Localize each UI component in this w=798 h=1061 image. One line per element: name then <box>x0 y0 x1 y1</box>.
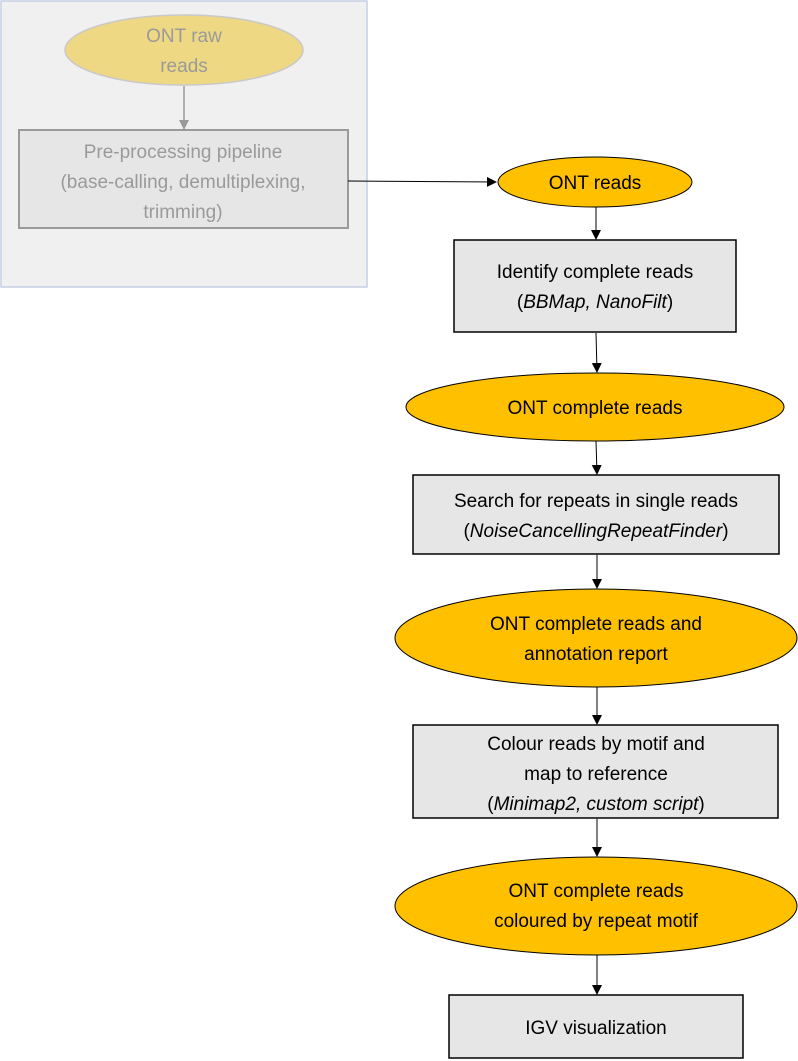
colour-tools-line: (Minimap2, custom script) <box>487 794 705 815</box>
pipeline-label-line3: trimming) <box>143 202 222 223</box>
identify-tools-close: ) <box>667 292 673 313</box>
search-label-line1: Search for repeats in single reads <box>454 491 738 512</box>
annotated-label-line2: annotation report <box>524 644 668 665</box>
colour-label-line1: Colour reads by motif and <box>487 734 705 755</box>
pipeline-label-line2: (base-calling, demultiplexing, <box>60 172 305 193</box>
identify-tools-open: ( <box>517 292 524 313</box>
ont-raw-reads-label-line2: reads <box>160 56 208 77</box>
preprocessing-pipeline-node <box>18 129 349 229</box>
ont-raw-reads-label-line1: ONT raw <box>146 26 222 47</box>
annotated-label-line1: ONT complete reads and <box>490 614 702 635</box>
search-tools: NoiseCancellingRepeatFinder <box>470 521 723 542</box>
preprocessing-group: ONT raw reads Pre-processing pipeline (b… <box>0 0 368 288</box>
annotated-reads-node <box>394 588 798 688</box>
ont-raw-reads-node <box>64 14 304 86</box>
search-repeats-node <box>412 474 780 555</box>
colour-label-line2: map to reference <box>524 764 668 785</box>
ont-reads-node <box>497 156 693 208</box>
igv-visualization-node <box>448 994 744 1059</box>
colour-tools-close: ) <box>698 794 704 815</box>
arrow-identify-to-complete <box>591 332 602 373</box>
coloured-reads-node <box>394 856 798 956</box>
pipeline-label-line1: Pre-processing pipeline <box>84 142 283 163</box>
arrow-pipeline-to-ont-reads <box>347 176 497 187</box>
search-tools-close: ) <box>722 521 728 542</box>
coloured-label-line1: ONT complete reads <box>509 881 684 902</box>
ont-complete-reads-label: ONT complete reads <box>508 398 683 419</box>
identify-tools: BBMap, NanoFilt <box>523 292 667 313</box>
identify-tools-line: (BBMap, NanoFilt) <box>517 292 673 313</box>
arrow-complete-to-search <box>591 440 602 475</box>
colour-reads-node <box>412 724 779 819</box>
colour-tools: Minimap2, custom script <box>494 794 700 815</box>
search-tools-line: (NoiseCancellingRepeatFinder) <box>463 521 728 542</box>
identify-label-line1: Identify complete reads <box>497 262 693 283</box>
ont-reads-label: ONT reads <box>549 173 642 194</box>
colour-tools-open: ( <box>487 794 494 815</box>
coloured-label-line2: coloured by repeat motif <box>494 911 699 932</box>
ont-complete-reads-node <box>405 372 785 442</box>
identify-complete-reads-node <box>453 239 737 333</box>
igv-label: IGV visualization <box>525 1018 667 1039</box>
search-tools-open: ( <box>463 521 470 542</box>
